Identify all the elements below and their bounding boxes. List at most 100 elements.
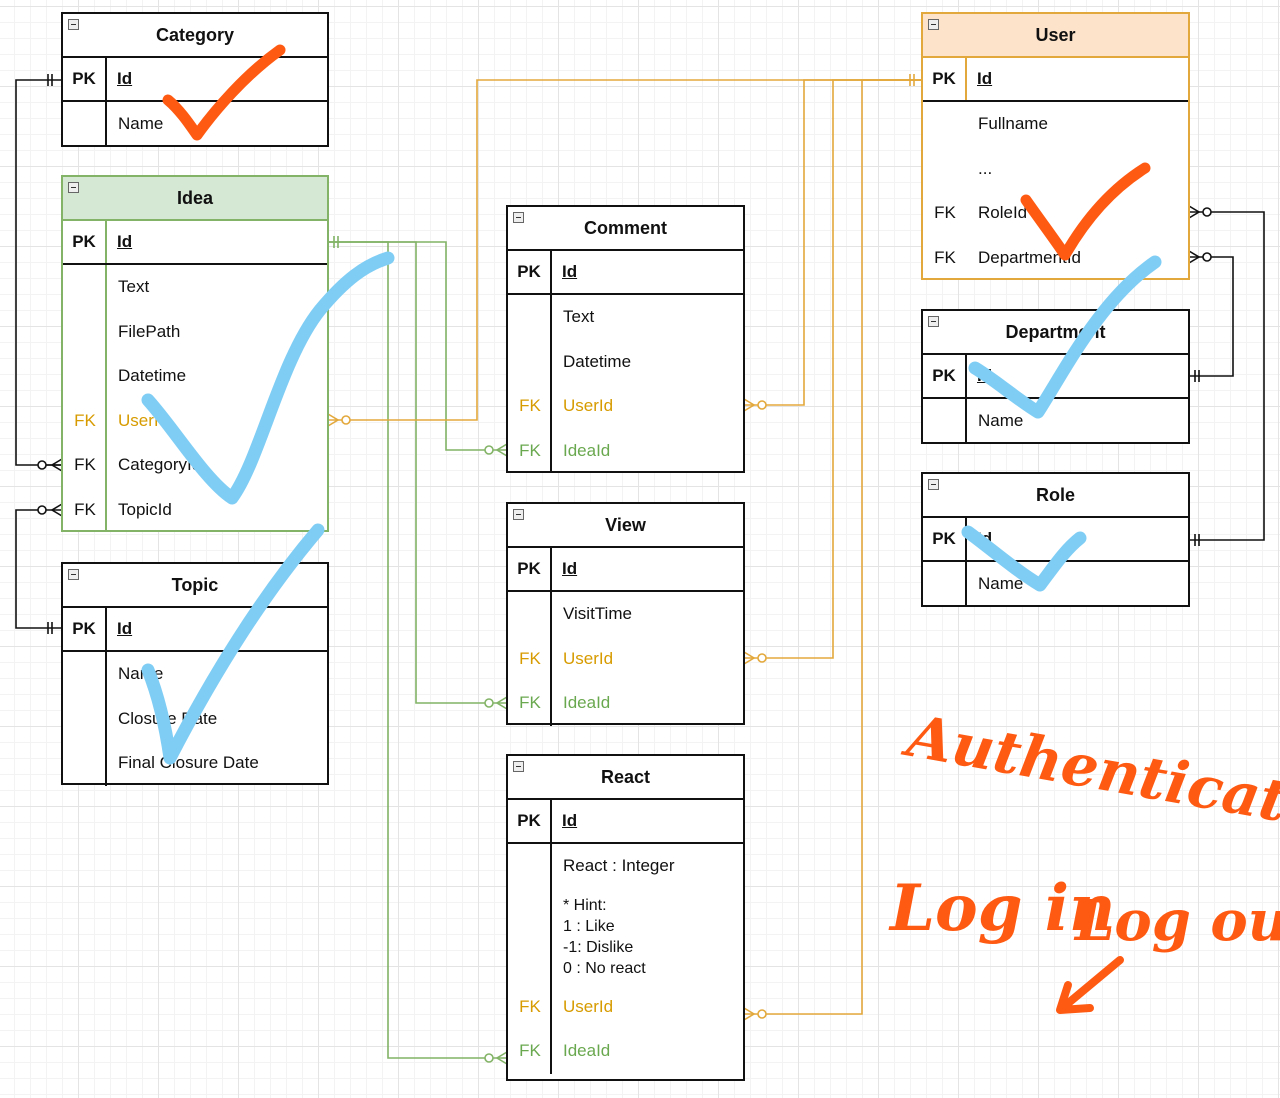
field-row[interactable]: FilePath [63,310,327,355]
field-row[interactable]: ... [923,147,1188,192]
react-entity[interactable]: React PK Id React : Integer * Hint: 1 : … [506,754,745,1081]
department-header[interactable]: Department [923,311,1188,355]
field-row[interactable]: Fullname [923,102,1188,147]
idea-title: Idea [176,187,214,208]
react-hint: * Hint: 1 : Like -1: Dislike 0 : No reac… [508,889,743,985]
view-header[interactable]: View [508,504,743,548]
user-header[interactable]: User [923,14,1188,58]
field-name: Datetime [563,351,632,371]
idea-view-relation [328,241,507,704]
collapse-icon[interactable] [513,509,524,520]
field-row[interactable]: Text [508,295,743,340]
field-row[interactable]: Name [63,102,327,147]
user-idea-relation [328,79,922,421]
collapse-icon[interactable] [513,212,524,223]
field-row[interactable]: VisitTime [508,592,743,637]
field-row[interactable]: Closure Date [63,697,327,742]
collapse-icon[interactable] [68,182,79,193]
field-name: Name [118,664,164,684]
pk-label: PK [63,58,107,100]
topic-fields: Name Closure Date Final Closure Date [63,652,327,786]
role-entity[interactable]: Role PK Id Name [921,472,1190,607]
idea-pk-row[interactable]: PK Id [63,221,327,265]
role-header[interactable]: Role [923,474,1188,518]
field-row[interactable]: Name [923,399,1188,444]
hint-line: * Hint: [563,896,607,914]
react-header[interactable]: React [508,756,743,800]
user-view-relation [744,79,922,659]
category-pk-row[interactable]: PK Id [63,58,327,102]
idea-header[interactable]: Idea [63,177,327,221]
user-department-relation [1189,256,1234,377]
field-row[interactable]: Name [63,652,327,697]
category-title: Category [155,24,235,45]
field-name: Final Closure Date [118,753,259,773]
pk-label: PK [923,518,967,560]
collapse-icon[interactable] [513,761,524,772]
pk-label: PK [923,355,967,397]
idea-react-relation [328,241,507,1059]
field-row[interactable]: React : Integer [508,844,743,889]
react-fields: React : Integer * Hint: 1 : Like -1: Dis… [508,844,743,1074]
react-pk-row[interactable]: PK Id [508,800,743,844]
field-name: UserId [563,396,614,416]
hint-line: 0 : No react [563,959,646,977]
field-name: UserId [563,648,614,668]
react-title: React [600,766,651,787]
collapse-icon[interactable] [68,569,79,580]
field-row[interactable]: Name [923,562,1188,607]
category-header[interactable]: Category [63,14,327,58]
comment-header[interactable]: Comment [508,207,743,251]
role-fields: Name [923,562,1188,607]
pk-field: Id [562,559,578,578]
comment-pk-row[interactable]: PK Id [508,251,743,295]
topic-header[interactable]: Topic [63,564,327,608]
collapse-icon[interactable] [68,19,79,30]
topic-pk-row[interactable]: PK Id [63,608,327,652]
field-name: DepartmentId [978,247,1081,267]
pk-field: Id [562,262,578,281]
field-name: Text [118,277,150,297]
field-row[interactable]: Final Closure Date [63,741,327,786]
department-entity[interactable]: Department PK Id Name [921,309,1190,444]
field-name: Fullname [978,114,1048,134]
field-row[interactable]: Datetime [508,340,743,385]
pk-field: Id [977,69,993,88]
pk-label: PK [508,800,552,842]
collapse-icon[interactable] [928,19,939,30]
hint-line: 1 : Like [563,917,615,935]
department-pk-row[interactable]: PK Id [923,355,1188,399]
collapse-icon[interactable] [928,316,939,327]
pk-field: Id [977,366,993,385]
field-row[interactable]: Text [63,265,327,310]
topic-entity[interactable]: Topic PK Id Name Closure Date Final Clos… [61,562,329,786]
view-pk-row[interactable]: PK Id [508,548,743,592]
field-row[interactable]: Datetime [63,354,327,399]
user-pk-row[interactable]: PK Id [923,58,1188,102]
category-entity[interactable]: Category PK Id Name [61,12,329,147]
idea-comment-relation [328,241,507,451]
field-name: VisitTime [563,604,632,624]
department-title: Department [1005,321,1106,342]
field-name: Datetime [118,366,187,386]
collapse-icon[interactable] [928,479,939,490]
role-pk-row[interactable]: PK Id [923,518,1188,562]
field-name: FilePath [118,321,181,341]
